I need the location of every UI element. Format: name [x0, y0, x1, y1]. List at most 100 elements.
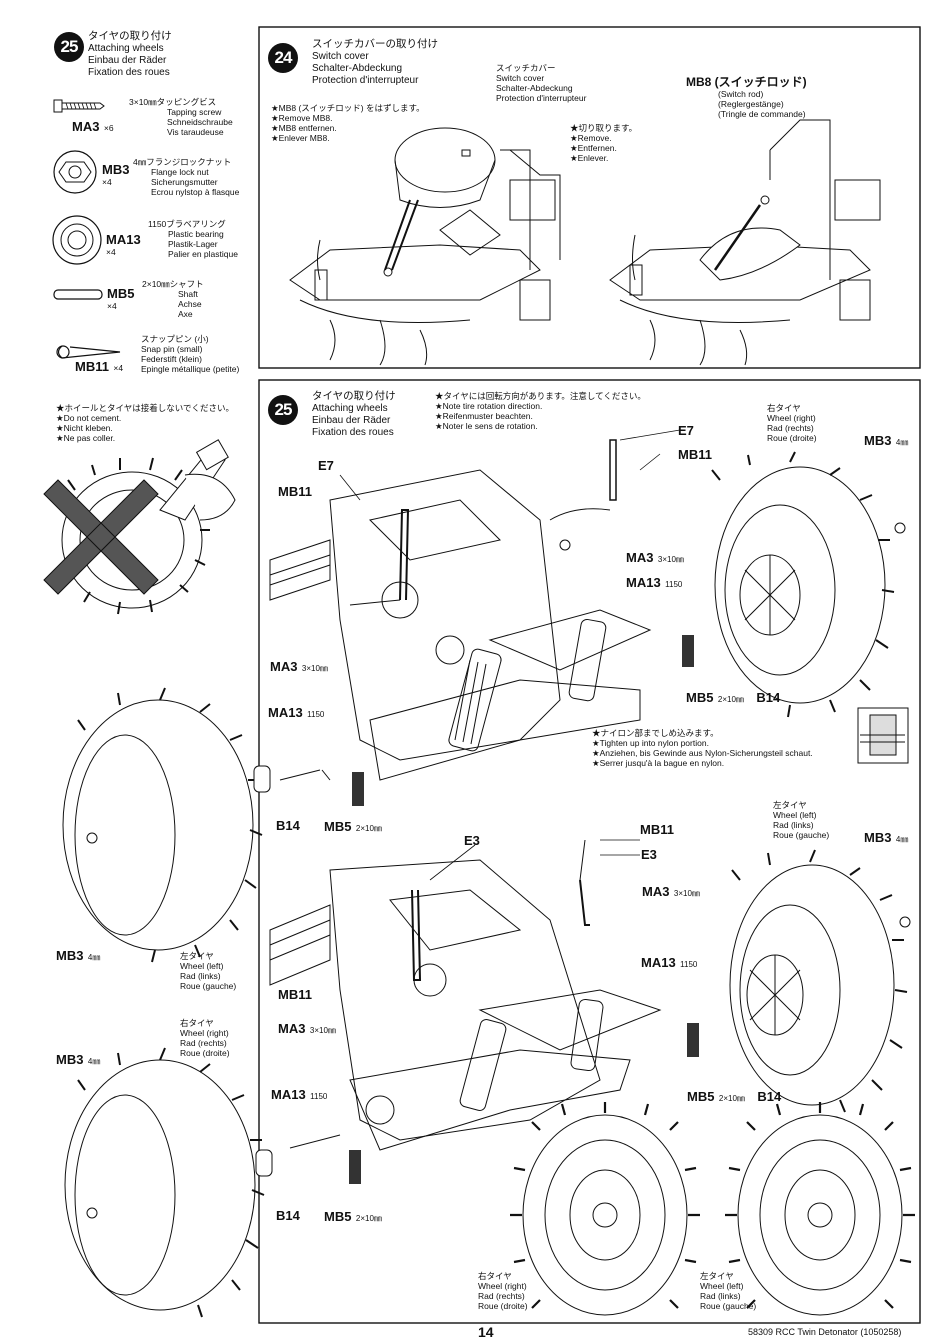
step-title-de: Einbau der Räder: [312, 415, 391, 426]
callout-mb11: MB11: [678, 447, 712, 462]
label-line: 左タイヤ: [180, 951, 214, 961]
size: 4㎜: [895, 835, 909, 844]
callout-e3: E3: [464, 833, 480, 848]
part-mb11-desc: スナップピン (小) Snap pin (small) Federstift (…: [141, 334, 239, 374]
note-line: ★Nicht kleben.: [56, 423, 113, 433]
cross-out-mark: [43, 479, 159, 595]
step-title-fr: Fixation des roues: [312, 427, 394, 438]
size: 2×10㎜: [718, 1094, 745, 1103]
code: MA13: [641, 955, 676, 970]
chassis-upper-diagram: [269, 439, 652, 781]
wheel-lower-left: [64, 1047, 341, 1318]
part-ma13-desc: 1150ブラベアリング Plastic bearing Plastik-Lage…: [148, 219, 238, 259]
rotation-note: ★タイヤには回転方向があります。注意してください。 ★Note tire rot…: [435, 391, 646, 431]
step-title-fr: Fixation des roues: [88, 67, 170, 78]
label-line: 左タイヤ: [700, 1271, 734, 1281]
part-desc-en: Flange lock nut: [151, 167, 209, 177]
part-desc-de: Achse: [178, 299, 202, 309]
callout-e7: E7: [678, 423, 694, 438]
step-title-jp: タイヤの取り付け: [88, 30, 172, 42]
note-line: ★Note tire rotation direction.: [435, 401, 543, 411]
label-line: Roue (droite): [180, 1048, 230, 1058]
part-code: MB11: [75, 359, 109, 374]
step-title-en: Attaching wheels: [312, 403, 388, 414]
part-mb3: MB3×4: [102, 162, 129, 187]
note-line: ★Anziehen, bis Gewinde aus Nylon-Sicheru…: [592, 748, 813, 758]
label-line: Roue (droite): [767, 433, 817, 443]
part-desc-de: Sicherungsmutter: [151, 177, 218, 187]
label-line: Schalter-Abdeckung: [496, 83, 573, 93]
part-qty: ×4: [107, 301, 117, 311]
code: MA3: [270, 659, 298, 674]
label-line: Rad (links): [773, 820, 814, 830]
size: 1150: [665, 580, 683, 589]
callout-mb5: MB5 2×10㎜: [324, 818, 382, 836]
label-line: Wheel (left): [700, 1281, 744, 1291]
size: 2×10㎜: [717, 695, 744, 704]
part-mb3-desc: 4㎜フランジロックナット Flange lock nut Sicherungsm…: [133, 157, 239, 197]
code: MA13: [268, 705, 303, 720]
size: 4㎜: [895, 438, 909, 447]
callout-ma3: MA3 3×10㎜: [278, 1020, 336, 1038]
part-qty: ×4: [102, 177, 112, 187]
note-line: ★MB8 entfernen.: [271, 123, 337, 133]
part-desc-jp: 3×10㎜タッピングビス: [129, 97, 217, 107]
code: MA13: [271, 1087, 306, 1102]
part-ma3: MA3 ×6: [72, 118, 114, 136]
part-desc-fr: Epingle métallique (petite): [141, 364, 240, 374]
part-mb11: MB11 ×4: [75, 358, 123, 376]
part-code: MB5: [107, 286, 135, 301]
callout-mb5: MB5 2×10㎜: [324, 1208, 382, 1226]
tire-pair-diagram: [510, 1102, 915, 1316]
label-line: Wheel (left): [773, 810, 817, 820]
wheel-upper-right: [711, 451, 906, 718]
code: B14: [757, 1089, 782, 1104]
code: MA3: [642, 884, 670, 899]
wheel-lower-right: [729, 849, 911, 1113]
page-number: 14: [478, 1324, 494, 1340]
wheel-upper-left: [62, 687, 331, 963]
note-line: ★Reifenmuster beachten.: [435, 411, 533, 421]
label-line: 右タイヤ: [180, 1018, 214, 1028]
code: MB5: [687, 1089, 715, 1104]
label-line: 左タイヤ: [773, 800, 807, 810]
code: MB5: [324, 819, 352, 834]
step24-frame: [258, 26, 921, 369]
note-line: ★Enlever MB8.: [271, 133, 330, 143]
part-ma3-desc: 3×10㎜タッピングビス Tapping screw Schneidschrau…: [129, 97, 233, 137]
mb8-label: MB8 (スイッチロッド) (Switch rod) (Reglergestän…: [686, 76, 807, 119]
code: MB3: [864, 830, 892, 845]
callout-ma3: MA3 3×10㎜: [642, 883, 700, 901]
note-line: ★Tighten up into nylon portion.: [592, 738, 709, 748]
part-desc-jp: 2×10㎜シャフト: [142, 279, 204, 289]
size: 1150: [307, 710, 325, 719]
grease-tube-icon: [349, 1150, 361, 1184]
step-title-block: タイヤの取り付け Attaching wheels Einbau der Räd…: [312, 390, 396, 439]
switch-cover-diagram-after: [609, 119, 881, 366]
callout-mb11: MB11: [640, 822, 674, 837]
label-line: Wheel (right): [478, 1281, 527, 1291]
label-line: Rad (rechts): [478, 1291, 525, 1301]
part-desc-fr: Ecrou nylstop à flasque: [151, 187, 240, 197]
grease-tube-icon: [682, 635, 694, 667]
snap-pin-icon: [56, 345, 121, 359]
code: MB5: [686, 690, 714, 705]
label-line: Rad (rechts): [180, 1038, 227, 1048]
wheel-left-label: 左タイヤ Wheel (left) Rad (links) Roue (gauc…: [180, 951, 236, 991]
code: MB3: [864, 433, 892, 448]
part-desc-jp: 1150ブラベアリング: [148, 219, 226, 229]
callout-ma13: MA13 1150: [626, 574, 682, 592]
step-number-badge: 25: [268, 395, 298, 425]
document-reference: 58309 RCC Twin Detonator (1050258): [748, 1327, 902, 1337]
step-title-jp: スイッチカバーの取り付け: [312, 38, 438, 50]
flange-nut-icon: [53, 150, 97, 194]
nylon-nut-detail-icon: [857, 707, 909, 764]
callout-ma3: MA3 3×10㎜: [270, 658, 328, 676]
note-line: ★Remove MB8.: [271, 113, 333, 123]
part-qty: ×6: [103, 123, 114, 133]
part-desc-en: Snap pin (small): [141, 344, 203, 354]
note-line: ★ナイロン部までしめ込みます。: [592, 728, 719, 738]
part-ma13: MA13×4: [106, 232, 141, 257]
cut-off-note: ★切り取ります。 ★Remove. ★Entfernen. ★Enlever.: [570, 123, 637, 163]
callout-mb3: MB3 4㎜: [56, 1051, 100, 1069]
